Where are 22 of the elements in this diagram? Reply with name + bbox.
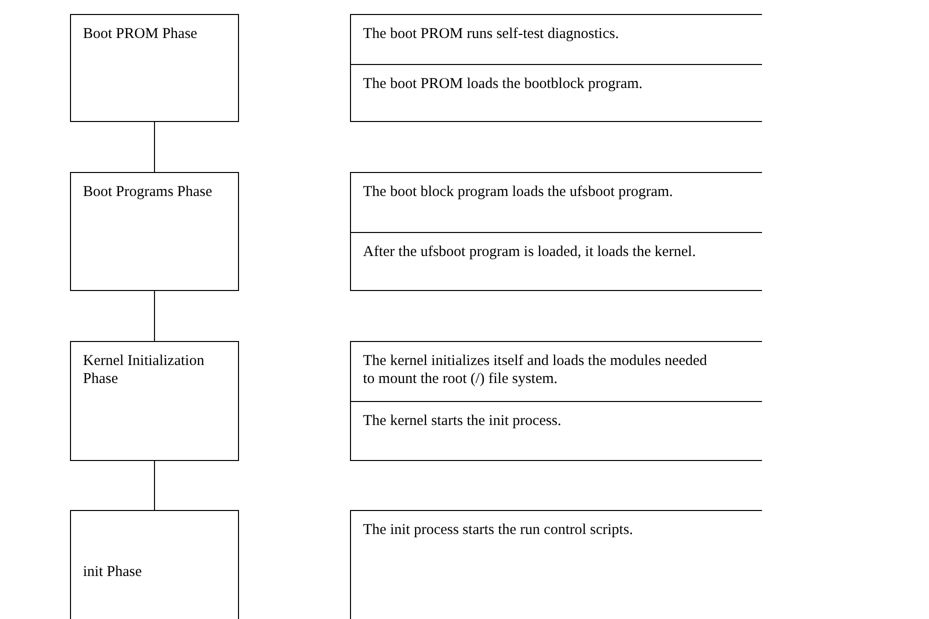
phase-box xyxy=(70,341,239,461)
description-box xyxy=(350,510,762,619)
phase-label: Boot Programs Phase xyxy=(83,183,212,201)
connector-line xyxy=(154,122,155,172)
phase-label: init Phase xyxy=(83,563,142,581)
description-text: The boot block program loads the ufsboot program. xyxy=(363,183,673,201)
description-text: After the ufsboot program is loaded, it loads the kernel. xyxy=(363,243,696,261)
description-text: The boot PROM loads the bootblock program. xyxy=(363,75,643,93)
description-text: The init process starts the run control scripts. xyxy=(363,521,633,539)
description-text: The kernel initializes itself and loads the modules needed to mount the root (/) file system. xyxy=(363,352,708,388)
description-text: The boot PROM runs self-test diagnostics. xyxy=(363,25,619,43)
phase-box xyxy=(70,14,239,122)
connector-line xyxy=(154,290,155,342)
phase-box xyxy=(70,510,239,619)
phase-label: Kernel Initialization Phase xyxy=(83,352,206,388)
description-box xyxy=(350,14,762,122)
phase-box xyxy=(70,172,239,291)
description-box xyxy=(350,172,762,291)
phase-label: Boot PROM Phase xyxy=(83,25,198,43)
description-box xyxy=(350,341,762,461)
description-text: The kernel starts the init process. xyxy=(363,412,562,430)
connector-line xyxy=(154,460,155,510)
